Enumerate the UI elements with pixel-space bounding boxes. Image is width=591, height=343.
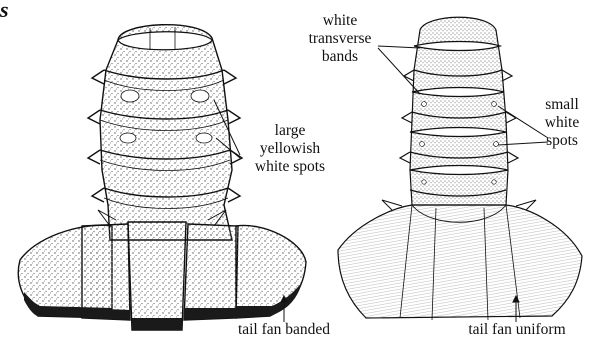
left-tail-drawing (18, 25, 306, 330)
right-spots-line-2: white (534, 114, 590, 132)
left-spots-line-3: white spots (240, 158, 340, 176)
right-fan-label: tail fan uniform (444, 321, 590, 339)
right-bands-line-1: white (290, 12, 390, 30)
right-bands-line-3: bands (290, 48, 390, 66)
left-spots-line-1: large (240, 122, 340, 140)
figure-letter: s (0, 0, 9, 23)
left-spots-label: large yellowish white spots (240, 122, 340, 176)
right-spots-label: small white spots (534, 96, 590, 150)
right-spots-line-3: spots (534, 132, 590, 150)
right-bands-line-2: transverse (290, 30, 390, 48)
right-bands-label: white transverse bands (290, 12, 390, 66)
left-fan-label: tail fan banded (214, 321, 354, 339)
left-spots-line-2: yellowish (240, 140, 340, 158)
right-spots-line-1: small (534, 96, 590, 114)
